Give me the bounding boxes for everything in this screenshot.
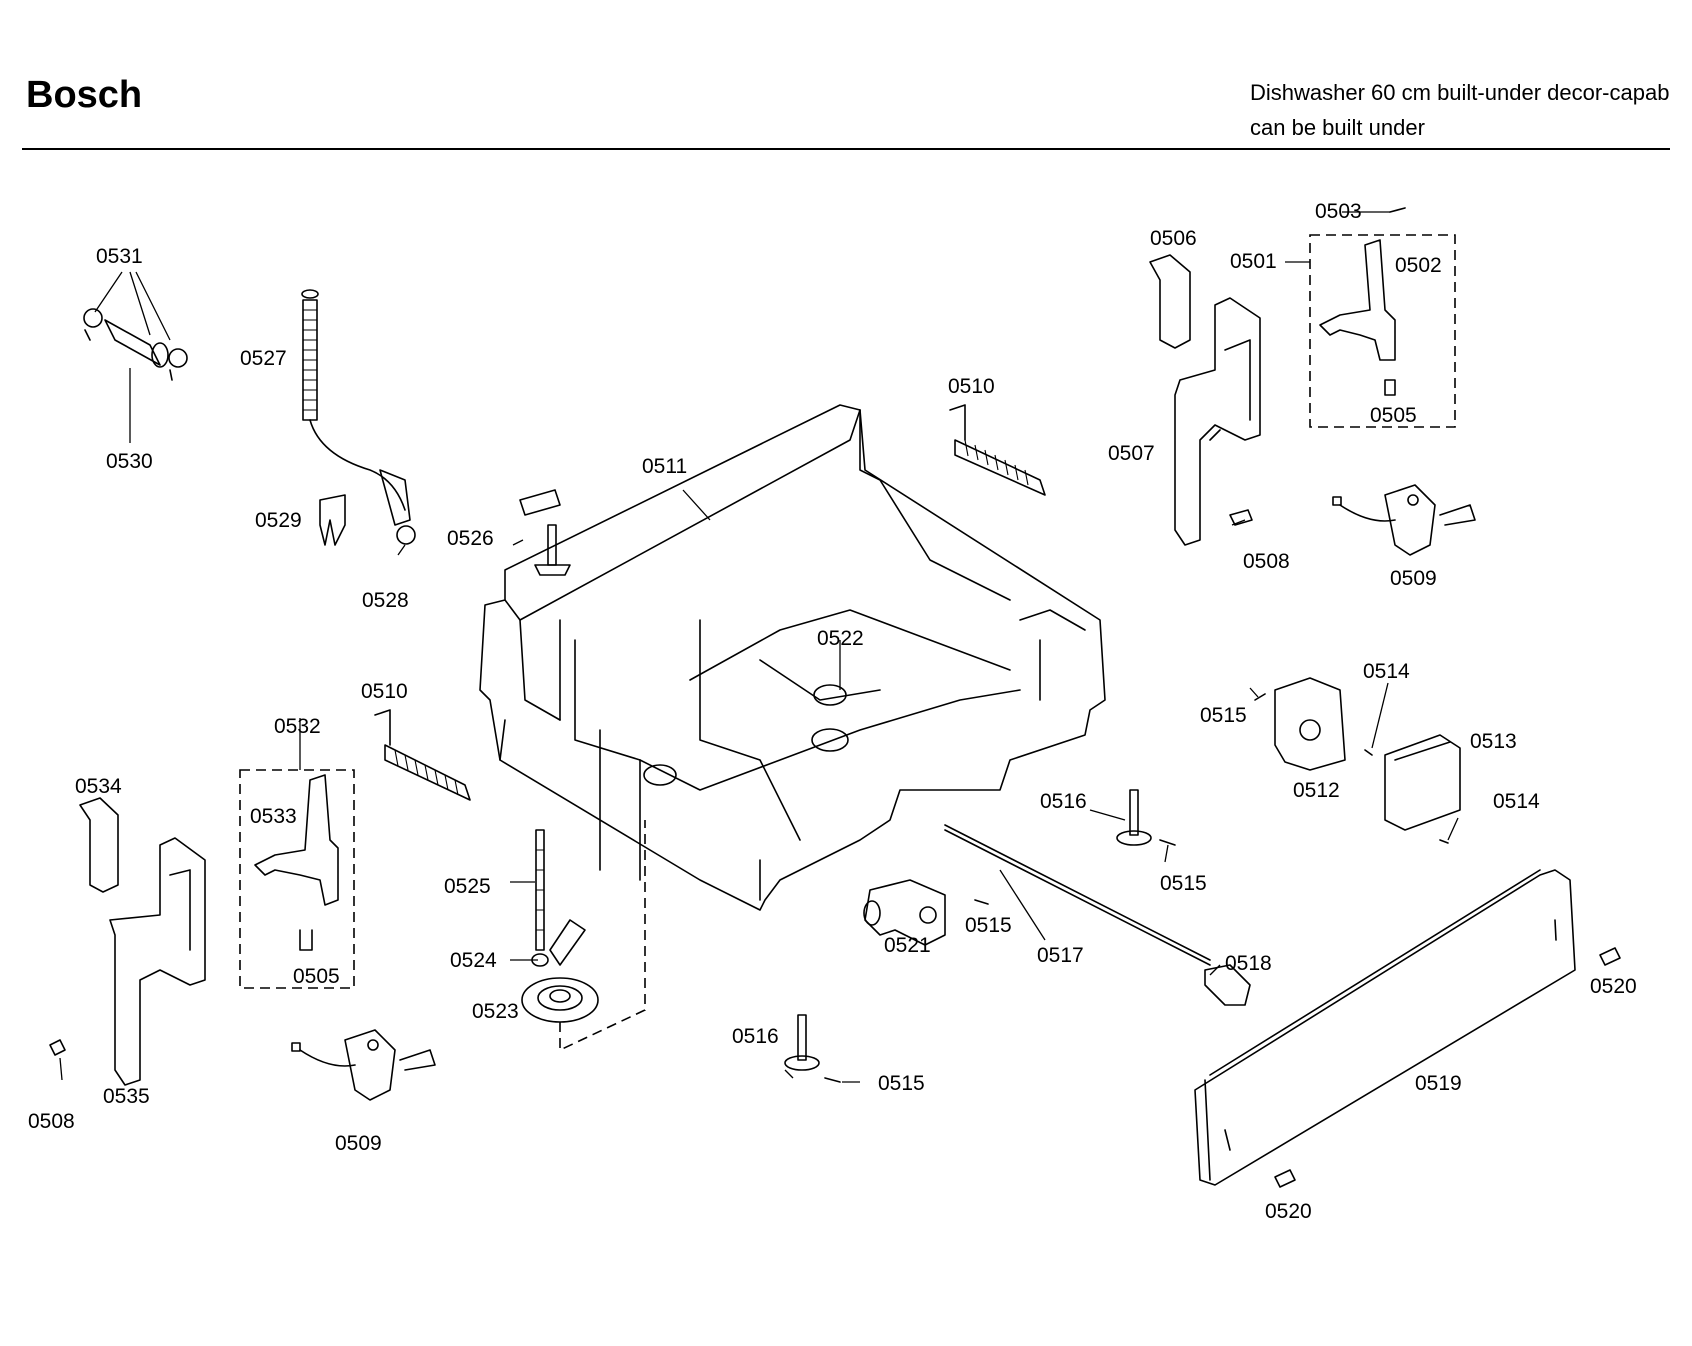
model-description: Dishwasher 60 cm built-under decor-capab…	[1250, 75, 1669, 145]
float-assembly-drawing	[521, 820, 646, 1052]
label-0515-a: 0515	[1200, 704, 1247, 727]
label-0515-d: 0515	[878, 1072, 925, 1095]
header-divider	[22, 148, 1670, 150]
label-0517: 0517	[1037, 944, 1084, 967]
bracket-0535-drawing	[109, 837, 206, 1086]
rod-and-knob-drawing	[944, 824, 1251, 1006]
label-0531: 0531	[96, 245, 143, 268]
label-0520-right: 0520	[1590, 975, 1637, 998]
bracket-group-0532-drawing	[239, 769, 355, 989]
label-0527: 0527	[240, 347, 287, 370]
small-screws-0515-drawing	[824, 693, 1266, 1083]
label-0529: 0529	[255, 509, 302, 532]
hose-clip-drawing	[319, 494, 346, 546]
label-0530: 0530	[106, 450, 153, 473]
label-0501: 0501	[1230, 250, 1277, 273]
label-0516-upper: 0516	[1040, 790, 1087, 813]
label-0520-bottom: 0520	[1265, 1200, 1312, 1223]
label-0523: 0523	[472, 1000, 519, 1023]
leveling-foot-lower-drawing	[784, 1014, 820, 1071]
description-line-1: Dishwasher 60 cm built-under decor-capab	[1250, 80, 1670, 105]
label-0508-upper: 0508	[1243, 550, 1290, 573]
label-0534: 0534	[75, 775, 122, 798]
label-0516-lower: 0516	[732, 1025, 779, 1048]
label-0525: 0525	[444, 875, 491, 898]
label-0515-b: 0515	[1160, 872, 1207, 895]
bracket-group-0501-drawing	[1309, 207, 1456, 428]
label-0503: 0503	[1315, 200, 1362, 223]
brand-name: Bosch	[26, 74, 143, 116]
label-0507: 0507	[1108, 442, 1155, 465]
label-0521: 0521	[884, 934, 931, 957]
label-0506: 0506	[1150, 227, 1197, 250]
cover-0534-drawing	[79, 797, 119, 893]
leveling-foot-upper-drawing	[1116, 789, 1152, 846]
label-0522: 0522	[817, 627, 864, 650]
label-0526: 0526	[447, 527, 494, 550]
housing-0512-drawing	[1274, 677, 1346, 771]
screws-0520-drawing	[1274, 947, 1621, 1188]
label-0510-lower: 0510	[361, 680, 408, 703]
connector-clamps-drawing	[83, 308, 188, 381]
screws-0514-drawing	[1364, 749, 1449, 844]
label-0502: 0502	[1395, 254, 1442, 277]
microswitch-lower-drawing	[291, 1029, 436, 1101]
description-line-2: can be built under	[1250, 115, 1425, 140]
cover-0513-drawing	[1384, 734, 1461, 831]
label-0512: 0512	[1293, 779, 1340, 802]
label-0509-upper: 0509	[1390, 567, 1437, 590]
label-0511: 0511	[642, 455, 687, 478]
spring-bracket-upper-drawing	[949, 404, 1046, 496]
screw-0508-drawing	[49, 509, 1253, 1056]
microswitch-upper-drawing	[1332, 484, 1476, 556]
label-0514-lower: 0514	[1493, 790, 1540, 813]
valve-drawing	[863, 879, 946, 946]
cover-0506-drawing	[1149, 254, 1191, 349]
label-0515-c: 0515	[965, 914, 1012, 937]
bracket-0507-drawing	[1174, 297, 1261, 546]
label-0532: 0532	[274, 715, 321, 738]
label-0535: 0535	[103, 1085, 150, 1108]
spiral-hose-drawing	[301, 289, 416, 545]
label-0518: 0518	[1225, 952, 1272, 975]
base-tub-drawing	[479, 404, 1106, 911]
leader-lines	[59, 211, 1459, 1083]
label-0513: 0513	[1470, 730, 1517, 753]
label-0514-upper: 0514	[1363, 660, 1410, 683]
spring-bracket-lower-drawing	[374, 709, 471, 801]
label-0528: 0528	[362, 589, 409, 612]
foot-screw-drawing	[519, 489, 571, 576]
label-0519: 0519	[1415, 1072, 1462, 1095]
label-0505-upper: 0505	[1370, 404, 1417, 427]
label-0533: 0533	[250, 805, 297, 828]
label-0508-lower: 0508	[28, 1110, 75, 1133]
label-0524: 0524	[450, 949, 497, 972]
label-0505-lower: 0505	[293, 965, 340, 988]
label-0510-upper: 0510	[948, 375, 995, 398]
kick-plate-drawing	[1194, 869, 1576, 1186]
label-0509-lower: 0509	[335, 1132, 382, 1155]
